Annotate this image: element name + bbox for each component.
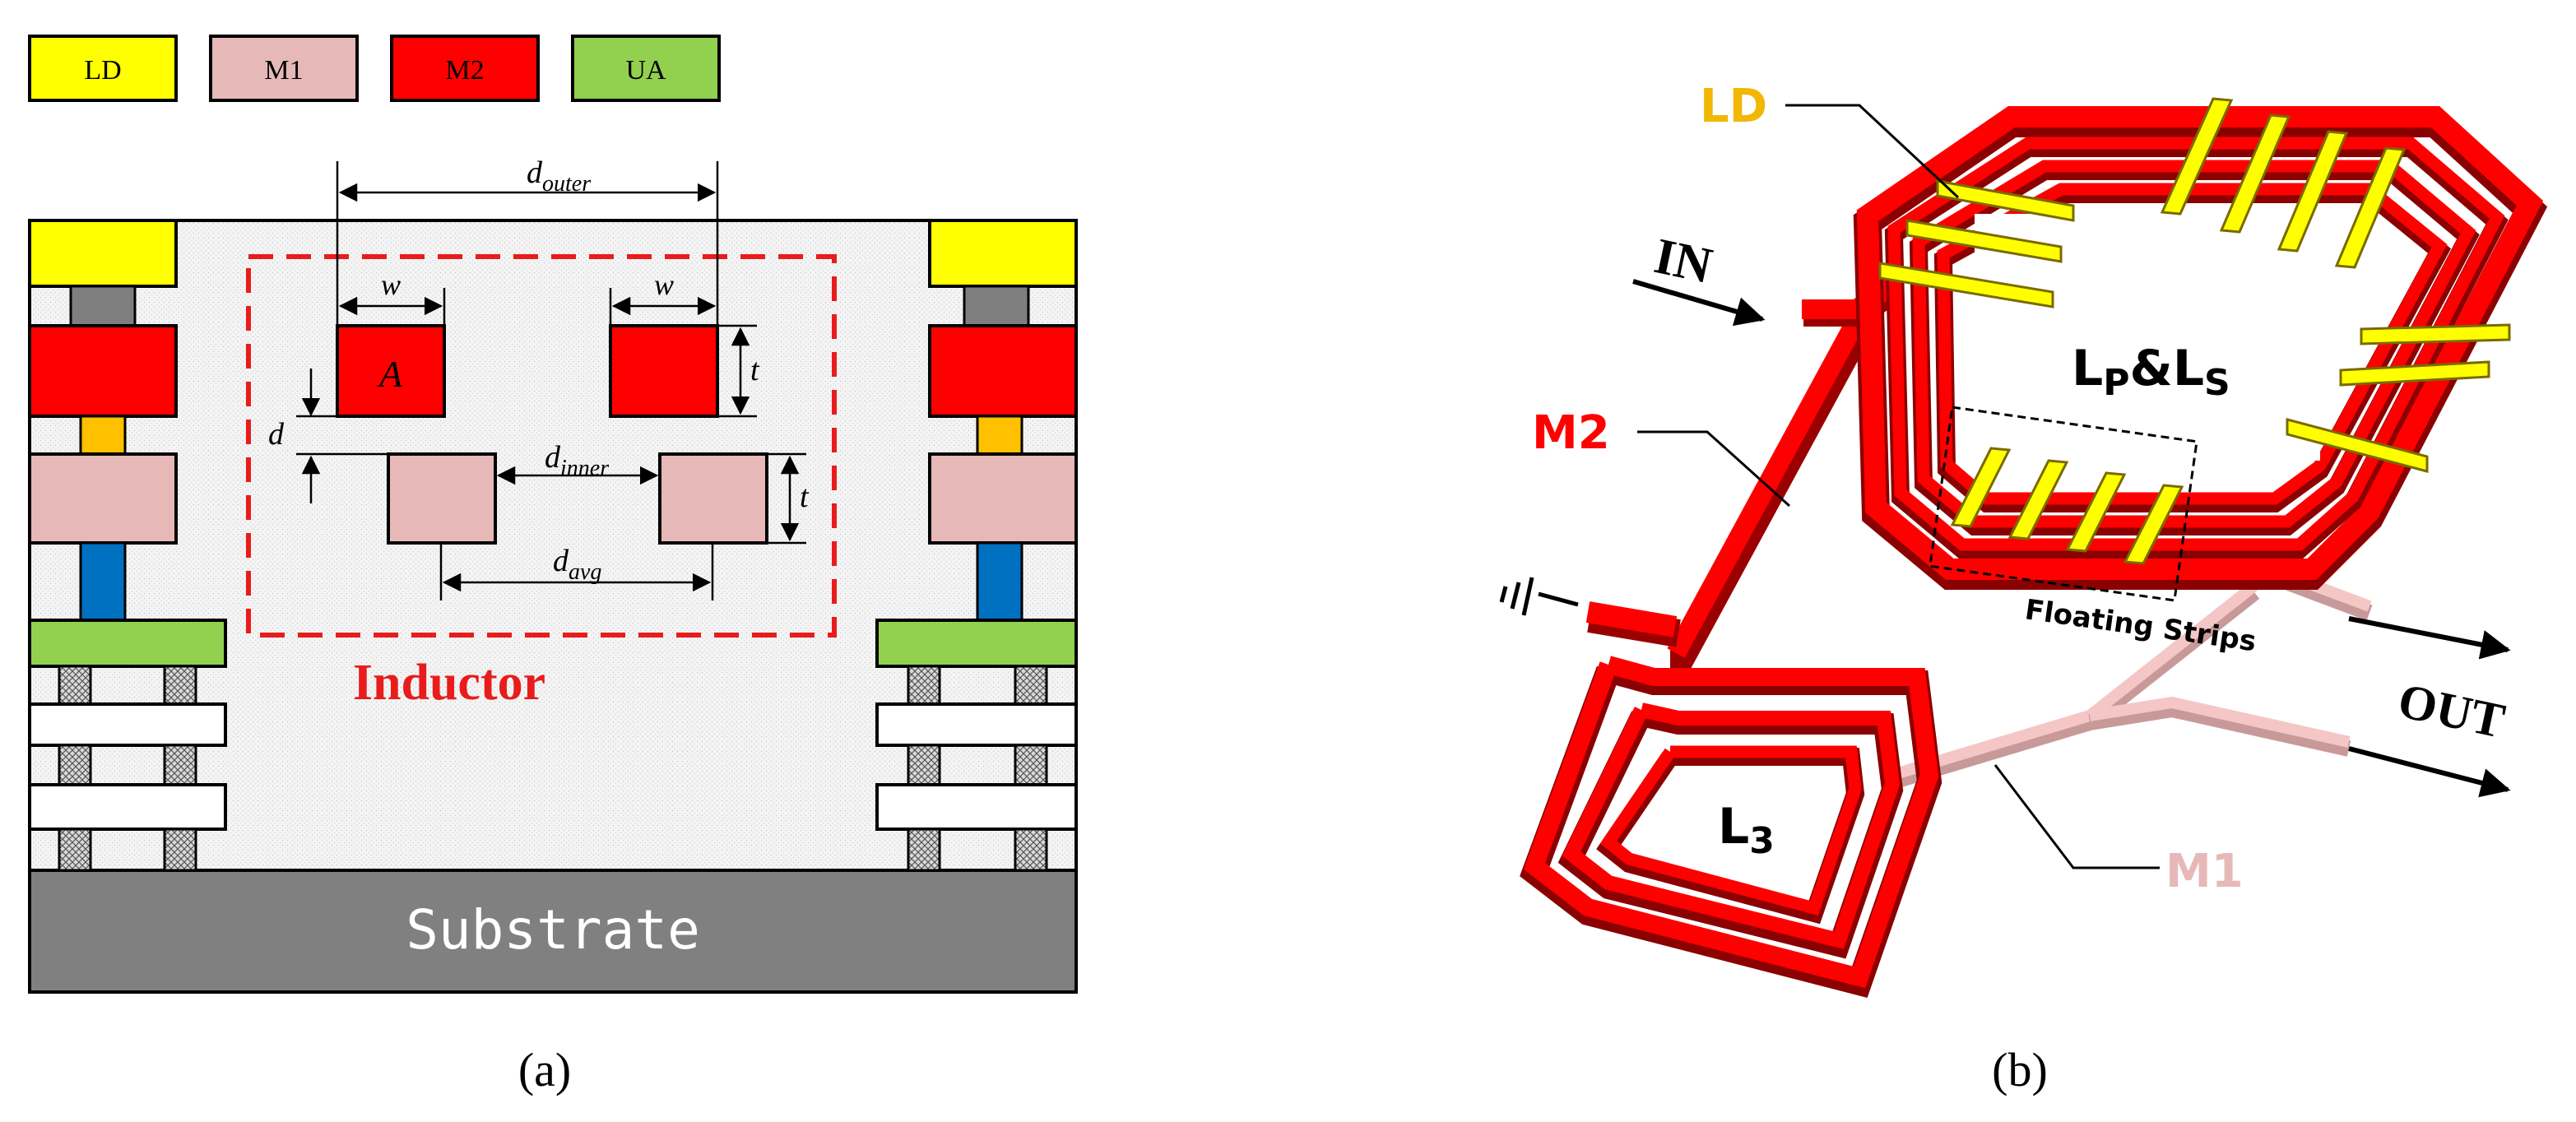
d-inner-label: dinner	[545, 440, 609, 481]
dimension-lines	[296, 161, 806, 600]
t-label-upper: t	[750, 353, 760, 387]
w-label-right: w	[654, 268, 674, 301]
in-label: IN	[1650, 228, 1717, 294]
dielectric-body	[28, 219, 1078, 872]
inductor-label: Inductor	[353, 655, 545, 711]
ground-icon	[1499, 577, 1579, 616]
legend-ua-label: UA	[625, 55, 666, 86]
lpls-inductor	[1853, 106, 2548, 590]
panel-b: Floating Strips LD IN M2 LP&LS OUT L3 M1…	[1499, 80, 2548, 1096]
area-label: A	[377, 353, 403, 395]
d-label: d	[268, 417, 285, 452]
t-label-lower: t	[800, 480, 810, 514]
floating-strips-box	[1929, 406, 2198, 602]
m1-label: M1	[2165, 845, 2244, 898]
legend-ld: LD	[28, 35, 178, 102]
callout-lines	[1637, 104, 2160, 869]
lpls-label: LP&LS	[2072, 340, 2230, 404]
floating-strips-label: Floating Strips	[2023, 593, 2258, 658]
legend-m1: M1	[209, 35, 359, 102]
m1-conductor-right	[658, 452, 768, 545]
m2-conductor-left	[336, 324, 446, 418]
l3-label: L3	[1718, 798, 1775, 862]
d-outer-label: douter	[527, 155, 591, 197]
panel-a: LD M1 M2 UA Substrate	[28, 35, 1078, 1096]
m1-conductor-left	[387, 452, 497, 545]
m2-conductor-right	[609, 324, 719, 418]
right-metal-stack	[875, 219, 1078, 872]
io-arrows	[1632, 279, 2511, 798]
legend-m2: M2	[390, 35, 540, 102]
out-label: OUT	[2393, 673, 2509, 749]
legend-ua: UA	[571, 35, 721, 102]
ld-label: LD	[1700, 80, 1767, 133]
substrate-label: Substrate	[406, 898, 700, 962]
legend-ld-label: LD	[84, 55, 121, 86]
caption-a: (a)	[518, 1043, 571, 1096]
d-avg-label: davg	[553, 544, 601, 585]
legend-m2-label: M2	[445, 55, 484, 86]
caption-b: (b)	[1992, 1043, 2048, 1096]
floating-strips	[1878, 97, 2511, 565]
m2-label: M2	[1532, 406, 1610, 460]
inductor-region	[246, 254, 837, 638]
legend: LD M1 M2 UA	[28, 35, 721, 102]
left-metal-stack	[28, 219, 227, 872]
l3-inductor	[1520, 656, 1942, 998]
legend-m1-label: M1	[264, 55, 303, 86]
w-label-left: w	[381, 268, 401, 301]
substrate	[28, 869, 1078, 994]
m1-traces	[1890, 563, 2373, 790]
